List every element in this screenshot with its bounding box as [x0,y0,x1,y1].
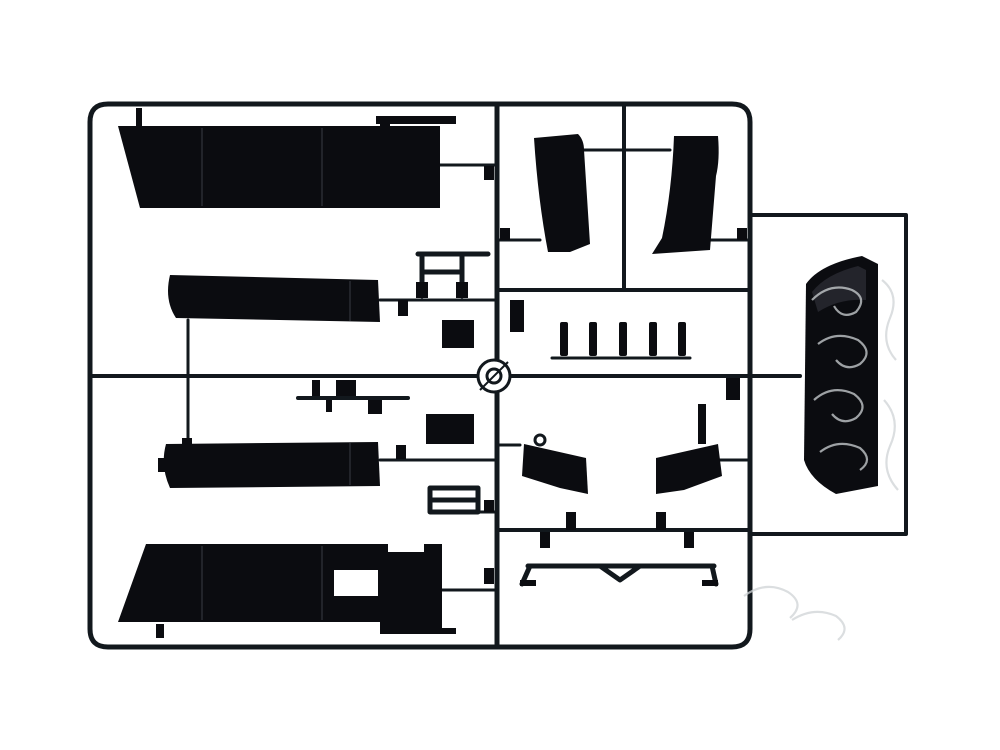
runner-hub [476,358,512,394]
part-top-panel [118,116,456,208]
part-upper-bar [168,275,380,322]
part-lever-row [550,322,692,360]
part-bracket-left [522,433,588,494]
watermark-logo [743,279,899,641]
part-lower-bar [158,442,380,488]
part-large-shell [804,256,878,494]
part-small-frame-1 [415,251,524,348]
part-bracket-right [656,404,722,494]
part-small-bracket-1 [296,380,410,414]
part-bottom-panel [118,544,456,634]
part-side-panel-right [652,136,719,254]
runner-main-frame [87,101,753,650]
part-small-frame-2 [426,414,481,515]
part-axle-frame [519,563,719,587]
part-side-panel-left [534,134,590,252]
runner-right-extension [748,213,908,536]
